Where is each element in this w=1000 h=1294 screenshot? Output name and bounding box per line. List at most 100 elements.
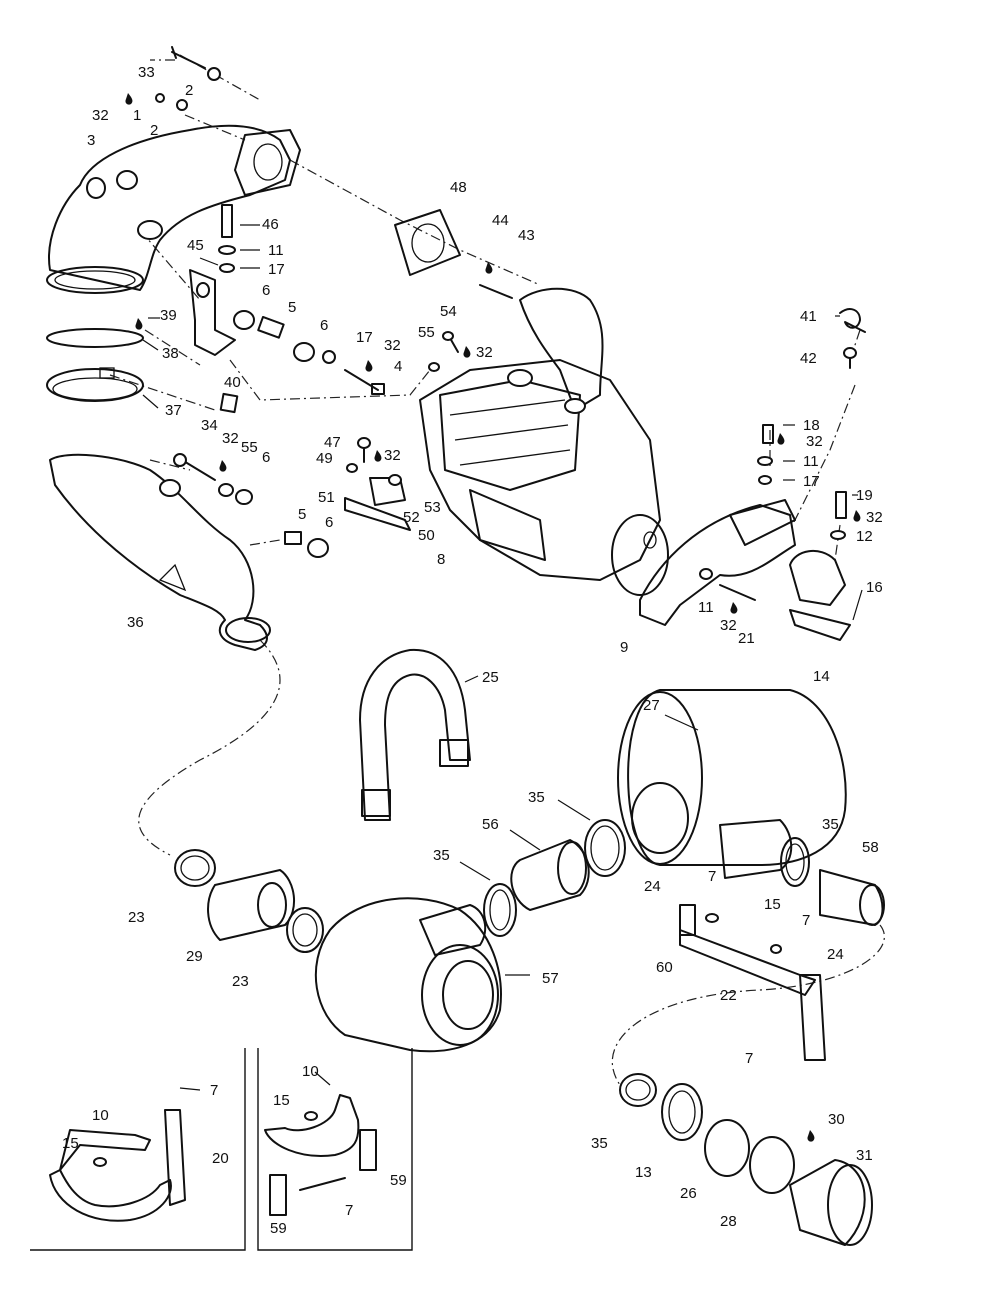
callout-labels: 33 2 32 1 2 3 46 11 17 45 6 5 6 17 32 4 … — [62, 64, 883, 1237]
callout-label: 5 — [298, 506, 306, 523]
callout-label: 15 — [62, 1135, 79, 1152]
callout-label: 18 — [803, 417, 820, 434]
callout-label: 35 — [822, 816, 839, 833]
callout-label: 5 — [288, 299, 296, 316]
spacer-40 — [219, 392, 239, 414]
callout-label: 55 — [241, 439, 258, 456]
callout-label: 43 — [518, 227, 535, 244]
clamp-35-c — [483, 883, 517, 937]
bracket-45 — [189, 269, 236, 356]
callout-label: 35 — [528, 789, 545, 806]
callout-label: 3 — [87, 132, 95, 149]
callout-label: 20 — [212, 1150, 229, 1167]
callout-label: 23 — [232, 973, 249, 990]
gasket-28 — [749, 1136, 795, 1194]
muffler-27 — [617, 689, 847, 866]
outlet-stub — [719, 819, 793, 879]
clamp-35-a — [584, 819, 626, 877]
stud-43 — [479, 262, 513, 299]
callout-label: 26 — [680, 1185, 697, 1202]
callout-label: 8 — [437, 551, 445, 568]
callout-label: 39 — [160, 307, 177, 324]
callout-label: 35 — [433, 847, 450, 864]
callout-label: 27 — [643, 697, 660, 714]
heat-shield-9 — [639, 499, 796, 626]
callout-label: 17 — [803, 473, 820, 490]
callout-label: 41 — [800, 308, 817, 325]
callout-label: 58 — [862, 839, 879, 856]
callout-label: 32 — [384, 447, 401, 464]
bolt-34 — [173, 453, 253, 505]
callout-label: 2 — [185, 82, 193, 99]
callout-label: 32 — [720, 617, 737, 634]
callout-label: 1 — [133, 107, 141, 124]
callout-label: 31 — [856, 1147, 873, 1164]
gasket-38 — [46, 328, 144, 348]
callout-label: 4 — [394, 358, 402, 375]
callout-label: 48 — [450, 179, 467, 196]
inset-frames — [30, 1048, 413, 1251]
ring-13 — [661, 1083, 703, 1141]
bolt-33 — [125, 46, 221, 111]
callout-label: 15 — [764, 896, 781, 913]
callout-label: 44 — [492, 212, 509, 229]
callout-label: 59 — [270, 1220, 287, 1237]
clip-41 — [839, 308, 866, 333]
gasket-26 — [704, 1119, 750, 1177]
callout-label: 57 — [542, 970, 559, 987]
callout-label: 49 — [316, 450, 333, 467]
gasket-48 — [394, 209, 461, 276]
pipe-29 — [207, 869, 296, 941]
screw-42 — [843, 347, 857, 369]
callout-label: 40 — [224, 374, 241, 391]
callout-label: 13 — [635, 1164, 652, 1181]
callout-label: 59 — [390, 1172, 407, 1189]
callout-label: 42 — [800, 350, 817, 367]
callout-label: 32 — [866, 509, 883, 526]
callout-label: 11 — [803, 453, 819, 470]
callout-label: 9 — [620, 639, 628, 656]
callout-label: 47 — [324, 434, 341, 451]
callout-label: 34 — [201, 417, 218, 434]
callout-label: 60 — [656, 959, 673, 976]
strap-25 — [359, 648, 471, 821]
callout-label: 23 — [128, 909, 145, 926]
callout-label: 52 — [403, 509, 420, 526]
exhaust-elbow — [46, 124, 301, 294]
callout-label: 7 — [345, 1202, 353, 1219]
pipe-56 — [510, 839, 590, 911]
clamp-23-b — [286, 907, 324, 953]
leader-lines — [142, 224, 863, 1091]
callout-label: 50 — [418, 527, 435, 544]
callout-label: 10 — [92, 1107, 109, 1124]
callout-label: 24 — [644, 878, 661, 895]
alignment-lines — [109, 54, 885, 1086]
callout-label: 51 — [318, 489, 335, 506]
callout-label: 19 — [856, 487, 873, 504]
bolt-19-stack — [830, 491, 861, 540]
callout-label: 6 — [262, 449, 270, 466]
callout-label: 36 — [127, 614, 144, 631]
bushing-parts-upper — [135, 310, 385, 395]
callout-label: 22 — [720, 987, 737, 1004]
callout-label: 24 — [827, 946, 844, 963]
callout-label: 32 — [384, 337, 401, 354]
stud-46 — [218, 204, 236, 273]
callout-label: 28 — [720, 1213, 737, 1230]
callout-label: 6 — [320, 317, 328, 334]
callout-label: 37 — [165, 402, 182, 419]
callout-label: 55 — [418, 324, 435, 341]
callout-label: 21 — [738, 630, 755, 647]
callout-label: 38 — [162, 345, 179, 362]
inset-left-bracket — [49, 1109, 186, 1222]
callout-label: 32 — [476, 344, 493, 361]
callout-label: 32 — [806, 433, 823, 450]
callout-label: 14 — [813, 668, 830, 685]
callout-label: 32 — [222, 430, 239, 447]
callout-label: 15 — [273, 1092, 290, 1109]
clamp-35-d — [619, 1073, 657, 1107]
callout-label: 32 — [92, 107, 109, 124]
small-hardware-group — [344, 331, 471, 531]
callout-label: 54 — [440, 303, 457, 320]
